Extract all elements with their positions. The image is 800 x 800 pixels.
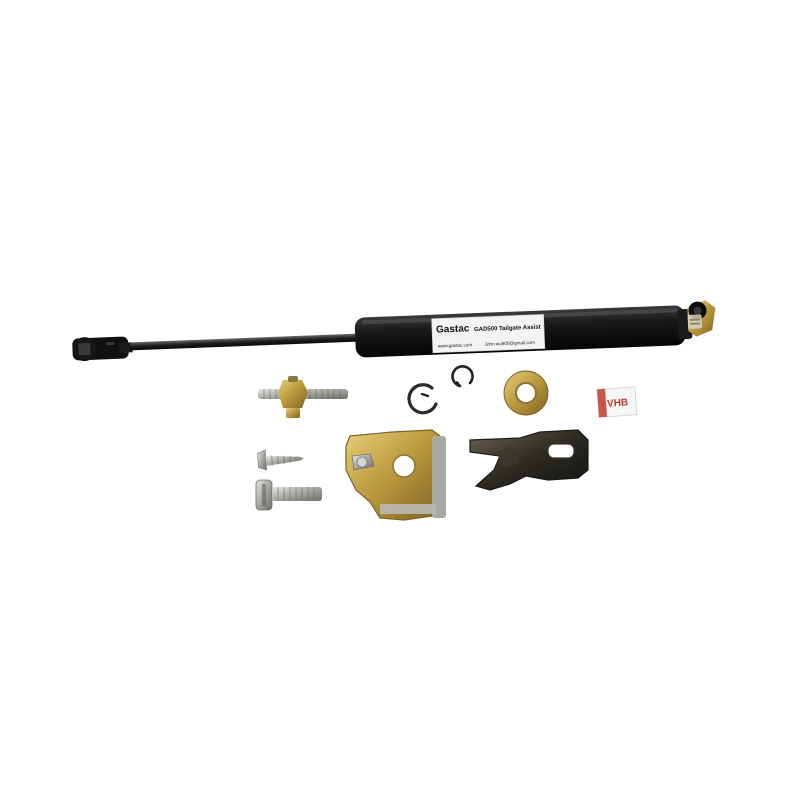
label-model: GAD500 Tailgate Assist (474, 325, 541, 334)
label-website: www.gastac.com (438, 342, 473, 348)
latch-bracket (469, 429, 589, 491)
circlip (451, 365, 474, 388)
strut-product-label: Gastac GAD500 Tailgate Assist www.gastac… (431, 314, 546, 354)
ball-stud-bolt (258, 376, 348, 418)
label-brand: Gastac (436, 323, 470, 335)
strut-right-end-fitting (677, 300, 716, 340)
vhb-tape: VHB (596, 386, 638, 418)
vhb-tape-label: VHB (607, 397, 629, 409)
washer (503, 370, 549, 416)
strut-left-end-fitting (72, 336, 133, 362)
label-email: John.wu805@gmail.com (485, 340, 536, 347)
ball-stud-bracket (345, 429, 446, 521)
wood-screw (257, 449, 304, 471)
gas-strut: Gastac GAD500 Tailgate Assist www.gastac… (72, 300, 716, 362)
strut-piston-rod (130, 333, 361, 351)
e-clip (407, 383, 438, 415)
machine-bolt (255, 479, 322, 511)
